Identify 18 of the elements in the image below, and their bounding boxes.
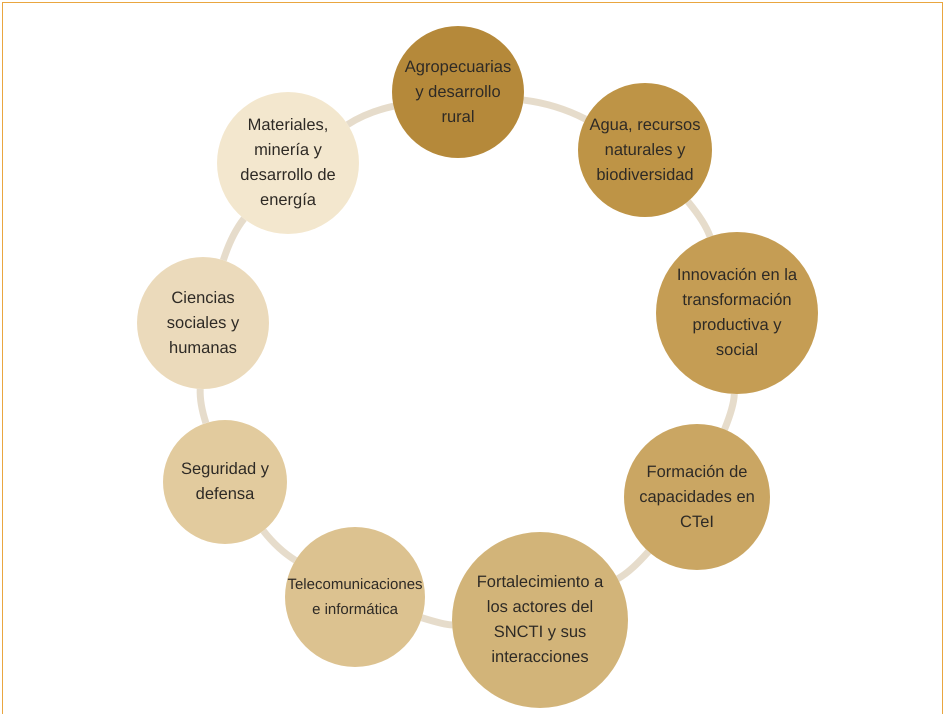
ring-connector [196, 388, 210, 424]
ring-connector [220, 216, 247, 262]
ring-connector [721, 394, 738, 431]
ring-connector [523, 96, 588, 122]
ring-connector [616, 549, 652, 582]
topic-circle: Innovación en la transformación productiva y social [656, 232, 818, 394]
topic-circle: Agua, recursos naturales y biodiversidad [578, 83, 712, 217]
topic-circle: Formación de capacidades en CTeI [624, 424, 770, 570]
topic-circle: Ciencias sociales y humanas [137, 257, 269, 389]
ring-connector [260, 528, 298, 564]
topic-circle: Telecomunicaciones e informática [285, 527, 425, 667]
ring-connector [346, 102, 394, 128]
topic-circle: Seguridad y defensa [163, 420, 287, 544]
ring-connector [420, 614, 452, 628]
topic-circle: Materiales, minería y desarrollo de energía [217, 92, 359, 234]
topic-circle: Fortalecimiento a los actores del SNCTI y sus interacciones [452, 532, 628, 708]
ring-connector [685, 199, 714, 238]
topic-circle: Agropecuarias y desarrollo rural [392, 26, 524, 158]
